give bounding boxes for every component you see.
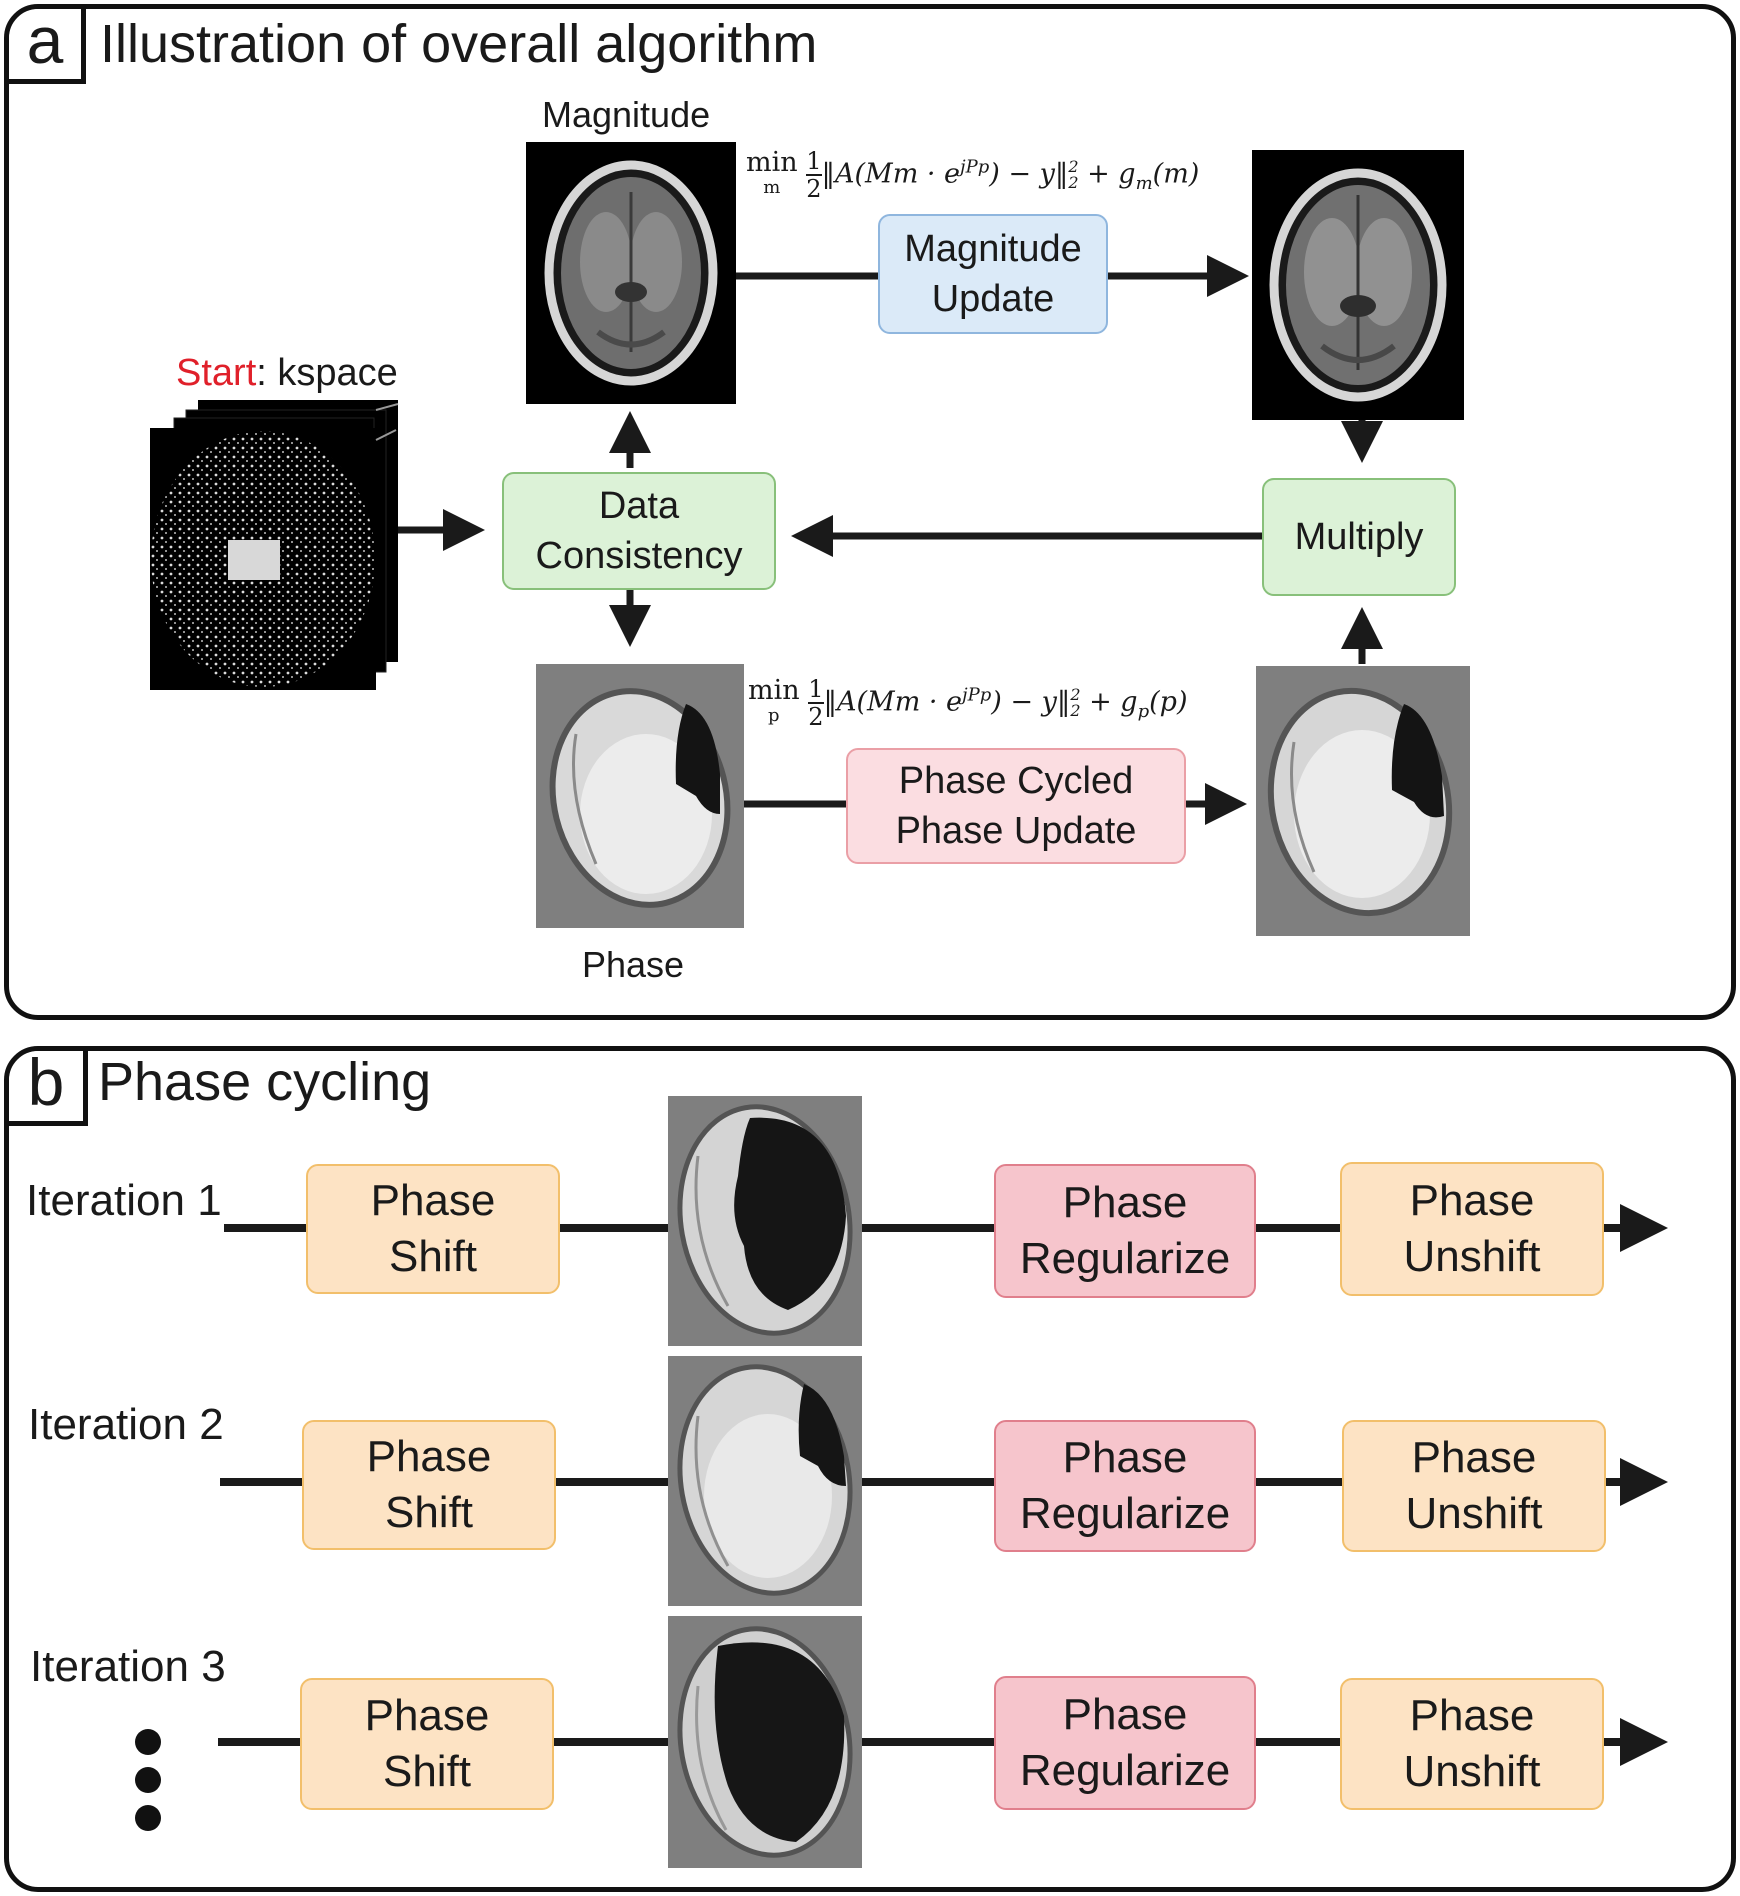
iteration-1-label: Iteration 1 [26,1176,222,1225]
eq-half-den: 2 [806,175,822,203]
iteration-2-shift-box: Phase Shift [302,1420,556,1550]
eq-p-plus: + g [1080,686,1138,718]
eq-p-half-den: 2 [808,703,824,731]
iteration-3-phase-image [668,1616,862,1868]
eq-p-sub2: 2 [1070,701,1081,720]
eq-p-sup2: 2 [1070,685,1081,704]
multiply-box: Multiply [1262,478,1456,596]
eq-p-tail: ) − y‖ [991,686,1071,718]
eq-p-g-arg: (p) [1149,686,1188,718]
panel-b-letter: b [9,1049,88,1126]
phase-output-image [1256,666,1470,936]
panel-a-letter: a [9,7,86,84]
eq-half-num: 1 [806,147,822,176]
start-word: Start [176,352,257,394]
eq-exp: jPp [960,156,990,178]
eq-p-min: min [748,674,800,706]
more-iterations-ellipsis [135,1729,161,1831]
eq-min: min [746,146,798,178]
magnitude-update-box: Magnitude Update [878,214,1108,334]
panel-b: b [4,1046,1736,1892]
data-consistency-box: Data Consistency [502,472,776,590]
eq-sup2: 2 [1068,157,1079,176]
panel-b-title: Phase cycling [98,1052,432,1112]
start-suffix: : kspace [256,352,398,394]
magnitude-image [526,142,736,404]
iteration-3-unshift-box: Phase Unshift [1340,1678,1604,1810]
eq-p-body: ‖A(Mm · e [823,686,963,718]
eq-min-sub: m [763,176,781,198]
eq-tail: ) − y‖ [989,158,1069,190]
magnitude-output-image [1252,150,1464,420]
eq-p-half-num: 1 [808,675,824,704]
iteration-1-unshift-box: Phase Unshift [1340,1162,1604,1296]
iteration-3-regularize-box: Phase Regularize [994,1676,1256,1810]
iteration-1-regularize-box: Phase Regularize [994,1164,1256,1298]
start-label: Start: kspace [176,352,398,395]
phase-image [536,664,744,928]
eq-g-sub: m [1135,172,1153,194]
eq-body: ‖A(Mm · e [821,158,961,190]
kspace-stack-image [150,400,399,690]
iteration-2-phase-image [668,1356,862,1606]
iteration-2-label: Iteration 2 [28,1400,224,1449]
iteration-3-label: Iteration 3 [30,1642,226,1691]
magnitude-label: Magnitude [542,94,711,135]
eq-p-min-sub: p [768,704,780,726]
panel-a-title: Illustration of overall algorithm [100,14,818,74]
iteration-1-phase-image [668,1096,862,1346]
iteration-2-regularize-box: Phase Regularize [994,1420,1256,1552]
iteration-1-shift-box: Phase Shift [306,1164,560,1294]
eq-sub2: 2 [1068,173,1079,192]
phase-update-box: Phase Cycled Phase Update [846,748,1186,864]
iteration-2-unshift-box: Phase Unshift [1342,1420,1606,1552]
eq-p-exp: jPp [962,684,992,706]
eq-p-g-sub: p [1137,700,1150,722]
phase-label: Phase [582,944,685,985]
iteration-3-shift-box: Phase Shift [300,1678,554,1810]
eq-plus: + g [1078,158,1136,190]
panel-a: a [4,4,1736,1020]
eq-g-arg: (m) [1152,158,1200,190]
